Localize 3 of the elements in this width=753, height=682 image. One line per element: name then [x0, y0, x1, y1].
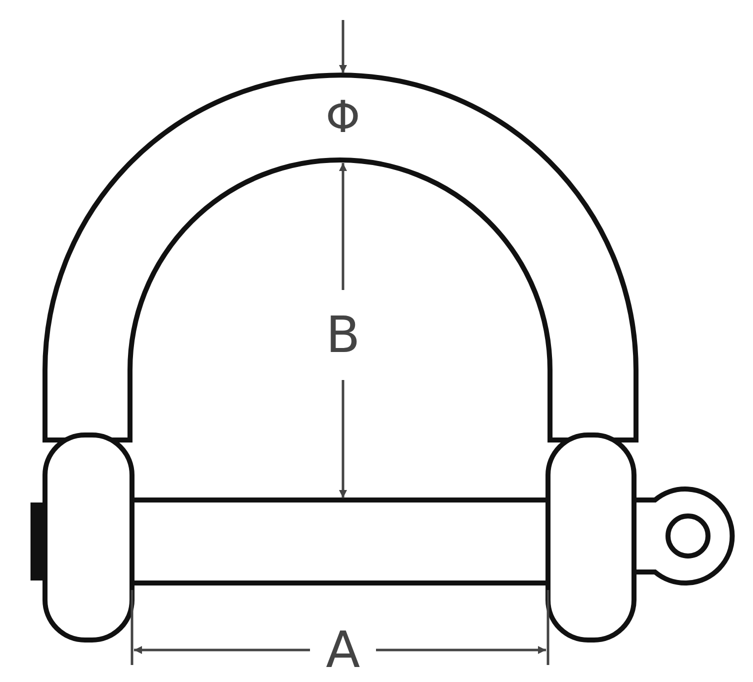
dimension-label: A	[326, 625, 360, 675]
dimension-label: B	[326, 310, 360, 360]
dimension-label: Φ	[326, 96, 360, 140]
